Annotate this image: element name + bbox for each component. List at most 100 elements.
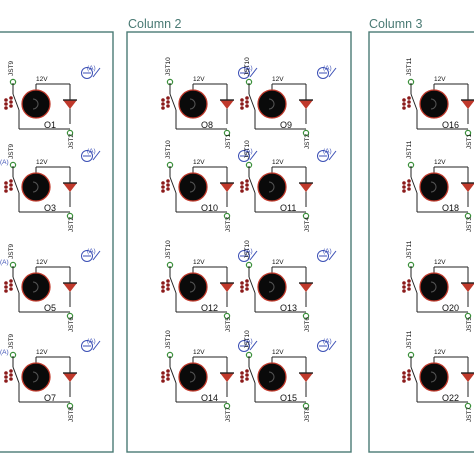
terminal-dot bbox=[161, 189, 165, 193]
jst-output-label: JST7 bbox=[225, 407, 232, 423]
output-pin bbox=[223, 312, 231, 320]
output-label: O3 bbox=[44, 203, 56, 213]
terminal-dot bbox=[4, 189, 8, 193]
output-label: O14 bbox=[201, 393, 218, 403]
meter-needle bbox=[249, 250, 258, 261]
terminal-dot bbox=[407, 279, 411, 283]
switch-blade bbox=[410, 176, 418, 194]
output-label: O16 bbox=[442, 120, 459, 130]
terminal-dot bbox=[4, 98, 8, 102]
terminal-dot bbox=[240, 285, 244, 289]
meter-label: (A) bbox=[244, 148, 253, 155]
motor-icon bbox=[178, 272, 208, 302]
voltage-label: 12V bbox=[36, 76, 48, 83]
switch-blade bbox=[248, 93, 256, 111]
terminal-dot bbox=[402, 98, 406, 102]
voltage-label: 12V bbox=[36, 259, 48, 266]
terminal-dot bbox=[166, 187, 170, 191]
diode-icon bbox=[220, 100, 234, 109]
terminal-dot bbox=[245, 104, 249, 108]
terminal-dot bbox=[161, 181, 165, 185]
terminal-dot bbox=[9, 283, 13, 287]
terminal-dot bbox=[402, 181, 406, 185]
meter-needle bbox=[92, 250, 101, 261]
terminal-dot bbox=[245, 369, 249, 373]
terminal-dot bbox=[402, 289, 406, 293]
diode-icon bbox=[299, 100, 313, 109]
terminal-dot bbox=[166, 179, 170, 183]
meter-needle bbox=[328, 150, 337, 161]
terminal-dot bbox=[240, 281, 244, 285]
terminal-dot bbox=[240, 289, 244, 293]
jst-label: JST11 bbox=[406, 140, 413, 159]
switch-blade bbox=[248, 276, 256, 294]
motor-icon bbox=[21, 89, 51, 119]
output-pin bbox=[66, 312, 74, 320]
jst-label: JST11 bbox=[406, 330, 413, 349]
meter-needle bbox=[328, 340, 337, 351]
jst-label: JST10 bbox=[165, 140, 172, 159]
output-label: O20 bbox=[442, 303, 459, 313]
motor-coil bbox=[430, 281, 437, 293]
diode-icon bbox=[461, 373, 474, 382]
terminal-dot bbox=[240, 181, 244, 185]
terminal-dot bbox=[166, 283, 170, 287]
output-label: O8 bbox=[201, 120, 213, 130]
diode-icon bbox=[220, 183, 234, 192]
meter-needle bbox=[249, 150, 258, 161]
meter-needle bbox=[328, 250, 337, 261]
motor-coil bbox=[32, 281, 39, 293]
jst-label: JST11 bbox=[406, 240, 413, 259]
switch-blade bbox=[169, 176, 177, 194]
terminal-dot bbox=[245, 377, 249, 381]
voltage-label: 12V bbox=[272, 159, 284, 166]
terminal-dot bbox=[402, 185, 406, 189]
terminal-dot bbox=[4, 289, 8, 293]
motor-coil bbox=[430, 371, 437, 383]
meter-prefix-label: (A) bbox=[0, 349, 9, 356]
jst-output-label: JST1 bbox=[466, 134, 473, 150]
meter-label: (A) bbox=[87, 248, 96, 255]
meter-label: (A) bbox=[323, 338, 332, 345]
output-label: O18 bbox=[442, 203, 459, 213]
output-label: O9 bbox=[280, 120, 292, 130]
output-pin bbox=[223, 212, 231, 220]
meter-needle bbox=[328, 67, 337, 78]
terminal-dot bbox=[402, 102, 406, 106]
terminal-dot bbox=[240, 189, 244, 193]
terminal-dot bbox=[4, 281, 8, 285]
terminal-dot bbox=[166, 369, 170, 373]
jst-output-label: JST6 bbox=[304, 317, 311, 333]
motor-coil bbox=[32, 371, 39, 383]
switch-blade bbox=[248, 366, 256, 384]
switch-blade bbox=[12, 366, 20, 384]
meter-label: (A) bbox=[244, 248, 253, 255]
terminal-dot bbox=[402, 379, 406, 383]
terminal-dot bbox=[402, 371, 406, 375]
motor-coil bbox=[32, 181, 39, 193]
meter-needle bbox=[92, 150, 101, 161]
diode-icon bbox=[63, 100, 77, 109]
terminal-dot bbox=[240, 106, 244, 110]
jst-output-label: JST7 bbox=[466, 407, 473, 423]
terminal-dot bbox=[9, 373, 13, 377]
column-panel bbox=[0, 31, 114, 453]
output-label: O1 bbox=[44, 120, 56, 130]
terminal-dot bbox=[166, 183, 170, 187]
meter-needle bbox=[249, 67, 258, 78]
jst-label: JST10 bbox=[165, 240, 172, 259]
motor-coil bbox=[32, 98, 39, 110]
jst-output-label: JST2 bbox=[68, 217, 75, 233]
output-label: O7 bbox=[44, 393, 56, 403]
motor-icon bbox=[178, 172, 208, 202]
output-pin bbox=[464, 129, 472, 137]
